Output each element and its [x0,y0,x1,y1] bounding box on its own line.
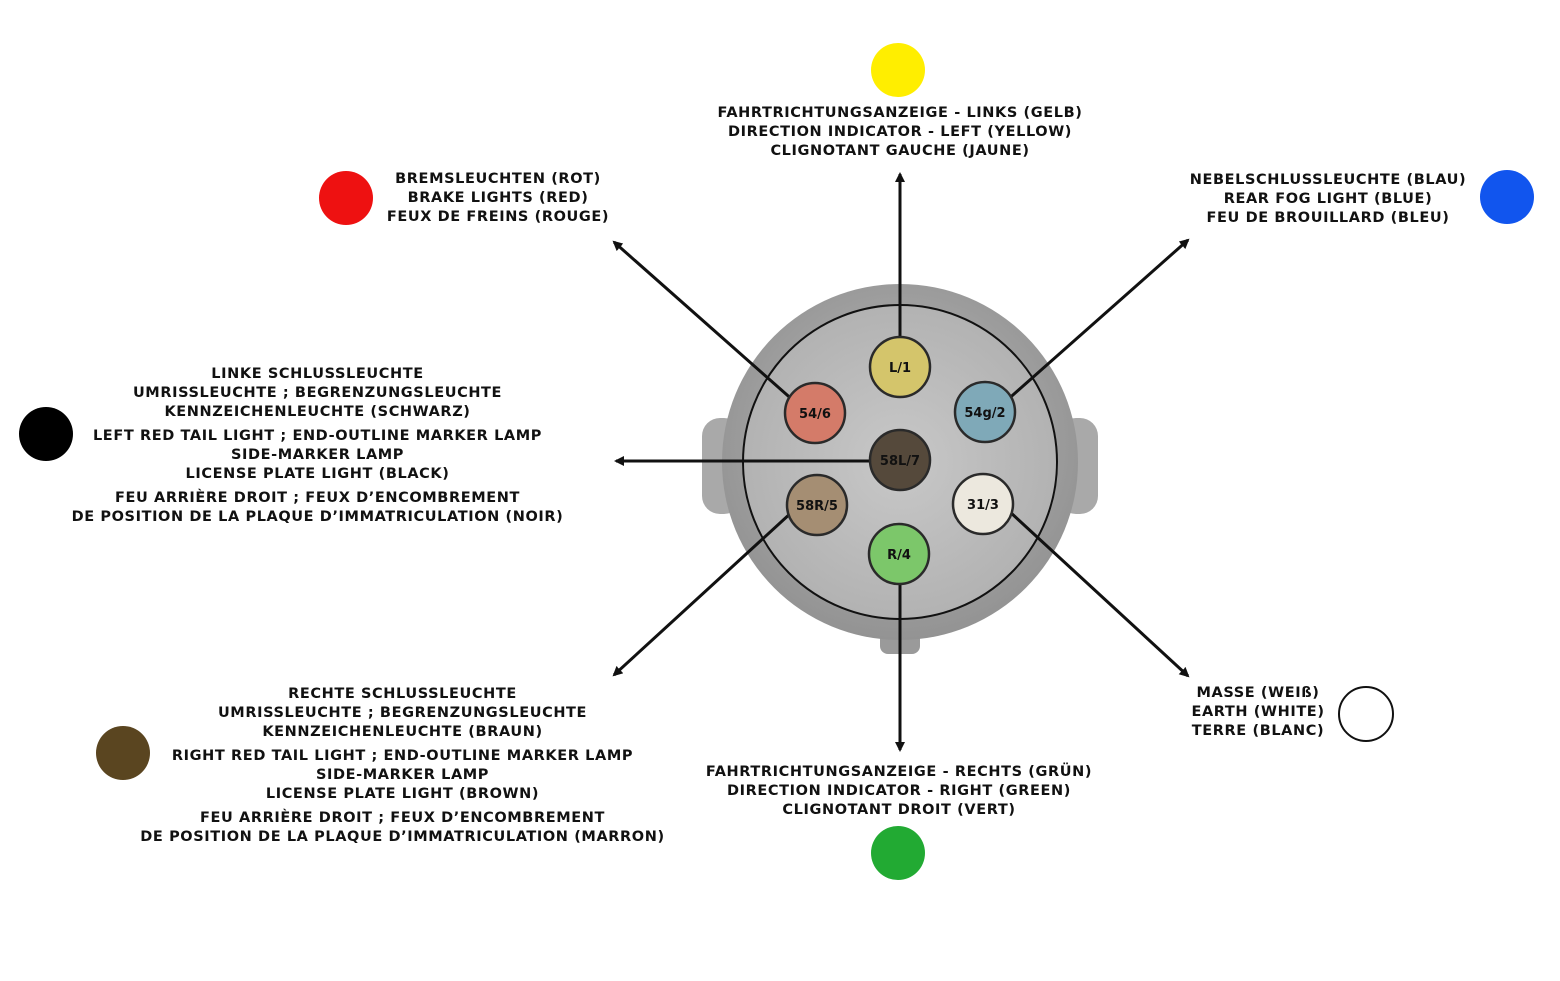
label-yellow-de: FAHRTRICHTUNGSANZEIGE - LINKS (GELB) [717,105,1083,121]
pin-L1: L/1 [868,335,932,399]
pin-546-label: 54/6 [799,407,831,422]
pin-54g2-contact [953,380,1017,444]
label-green-de: FAHRTRICHTUNGSANZEIGE - RECHTS (GRÜN) [705,764,1093,780]
arrow-white [1008,510,1190,678]
label-black-en-1: LEFT RED TAIL LIGHT ; END-OUTLINE MARKER… [92,428,543,444]
pin-313: 31/3 [951,472,1015,536]
pin-R4: R/4 [867,522,931,586]
pin-546-contact [783,381,847,445]
blue-color-dot [1480,170,1534,224]
label-yellow-fr: CLIGNOTANT GAUCHE (JAUNE) [770,143,1030,159]
label-black-de-2: UMRISSLEUCHTE ; BEGRENZUNGSLEUCHTE [132,385,503,401]
label-black-en-3: LICENSE PLATE LIGHT (BLACK) [185,466,450,482]
label-brown-en-3: LICENSE PLATE LIGHT (BROWN) [265,786,540,802]
label-green: FAHRTRICHTUNGSANZEIGE - RECHTS (GRÜN) DI… [690,763,1108,820]
label-green-fr: CLIGNOTANT DROIT (VERT) [782,802,1016,818]
label-brown: RECHTE SCHLUSSLEUCHTE UMRISSLEUCHTE ; BE… [130,685,675,847]
label-white: MASSE (WEIß) EARTH (WHITE) TERRE (BLANC) [1183,684,1333,741]
label-brown-en-2: SIDE-MARKER LAMP [315,767,490,783]
label-brown-de-1: RECHTE SCHLUSSLEUCHTE [288,686,517,702]
label-blue: NEBELSCHLUSSLEUCHTE (BLAU) REAR FOG LIGH… [1178,171,1478,228]
pin-L1-label: L/1 [889,361,911,376]
label-brown-fr-2: DE POSITION DE LA PLAQUE D’IMMATRICULATI… [140,829,665,845]
pin-58L7-contact [868,428,932,492]
label-blue-fr: FEU DE BROUILLARD (BLEU) [1206,210,1450,226]
label-black-fr-1: FEU ARRIÈRE DROIT ; FEUX D’ENCOMBREMENT [115,490,520,506]
pin-54g2: 54g/2 [953,380,1017,444]
label-yellow: FAHRTRICHTUNGSANZEIGE - LINKS (GELB) DIR… [700,104,1100,161]
red-color-dot [319,171,373,225]
label-red-en: BRAKE LIGHTS (RED) [407,190,589,206]
label-red-de: BREMSLEUCHTEN (ROT) [395,171,601,187]
label-black-de-1: LINKE SCHLUSSLEUCHTE [211,366,424,382]
label-black-de-3: KENNZEICHENLEUCHTE (SCHWARZ) [164,404,471,420]
pin-313-contact [951,472,1015,536]
pin-58L7-label: 58L/7 [880,454,920,469]
green-color-dot [871,826,925,880]
pin-313-label: 31/3 [967,498,999,513]
label-white-en: EARTH (WHITE) [1191,704,1325,720]
label-blue-de: NEBELSCHLUSSLEUCHTE (BLAU) [1189,172,1467,188]
arrow-red [612,240,796,404]
pin-R4-contact [867,522,931,586]
pin-58L7: 58L/7 [868,428,932,492]
arrow-brown [612,510,794,677]
label-brown-de-3: KENNZEICHENLEUCHTE (BRAUN) [262,724,543,740]
label-brown-fr-1: FEU ARRIÈRE DROIT ; FEUX D’ENCOMBREMENT [200,810,605,826]
label-black: LINKE SCHLUSSLEUCHTE UMRISSLEUCHTE ; BEG… [60,365,575,527]
label-red-fr: FEUX DE FREINS (ROUGE) [386,209,610,225]
label-white-fr: TERRE (BLANC) [1191,723,1325,739]
label-brown-en-1: RIGHT RED TAIL LIGHT ; END-OUTLINE MARKE… [171,748,634,764]
label-red: BREMSLEUCHTEN (ROT) BRAKE LIGHTS (RED) F… [378,170,618,227]
pin-58R5-label: 58R/5 [796,499,838,514]
brown-color-dot [96,726,150,780]
label-green-en: DIRECTION INDICATOR - RIGHT (GREEN) [727,783,1071,799]
pin-54g2-label: 54g/2 [964,406,1005,421]
yellow-color-dot [871,43,925,97]
arrow-blue [1004,238,1190,404]
pin-L1-contact [868,335,932,399]
pin-58R5: 58R/5 [785,473,849,537]
label-blue-en: REAR FOG LIGHT (BLUE) [1223,191,1433,207]
pin-58R5-contact [785,473,849,537]
white-color-dot [1338,686,1394,742]
pin-546: 54/6 [783,381,847,445]
connector-arrows [612,172,1190,752]
label-black-fr-2: DE POSITION DE LA PLAQUE D’IMMATRICULATI… [71,509,564,525]
black-color-dot [19,407,73,461]
label-yellow-en: DIRECTION INDICATOR - LEFT (YELLOW) [727,124,1073,140]
label-brown-de-2: UMRISSLEUCHTE ; BEGRENZUNGSLEUCHTE [217,705,588,721]
label-black-en-2: SIDE-MARKER LAMP [230,447,405,463]
pin-R4-label: R/4 [887,548,911,563]
label-white-de: MASSE (WEIß) [1196,685,1320,701]
